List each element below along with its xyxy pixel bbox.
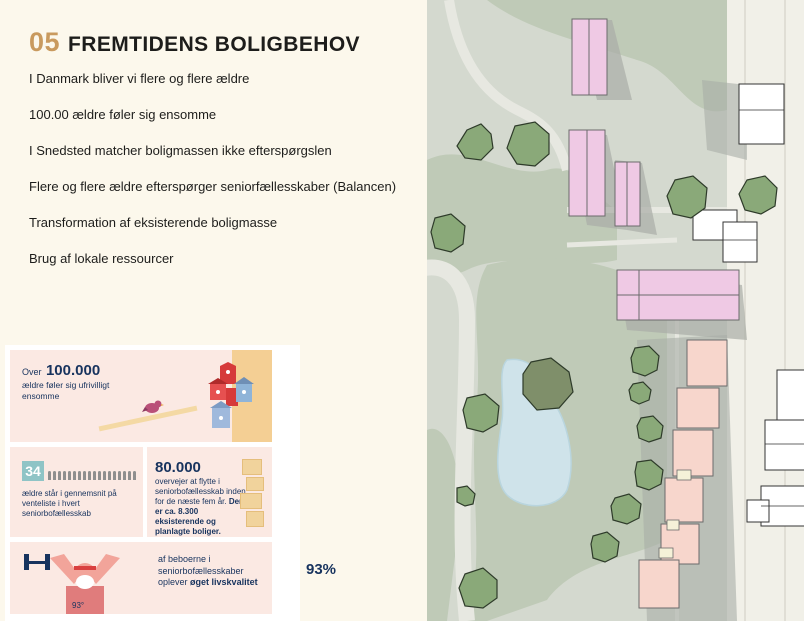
list-item: Transformation af eksisterende boligmass… xyxy=(29,215,278,230)
moving-panel: 80.000 overvejer at flytte i seniorbofæl… xyxy=(147,447,272,537)
quality-text: af beboerne i seniorbofællesskaber oplev… xyxy=(158,554,244,587)
site-plan-map xyxy=(427,0,804,621)
infographic: Over 100.000 ældre føler sig ufrivilligt… xyxy=(5,345,336,621)
senior-athlete-icon: 93° xyxy=(50,554,120,614)
list-item: Brug af lokale ressourcer xyxy=(29,251,174,266)
list-item: I Danmark bliver vi flere og flere ældre xyxy=(29,71,250,86)
page-title: 05 FREMTIDENS BOLIGBEHOV xyxy=(29,27,360,58)
birdhouses-icon xyxy=(208,362,254,428)
lonely-panel: Over 100.000 ældre føler sig ufrivilligt… xyxy=(10,350,272,442)
section-number: 05 xyxy=(29,27,61,57)
waiting-value: 34 xyxy=(22,461,44,481)
lonely-value: 100.000 xyxy=(45,362,101,379)
text-panel: 05 FREMTIDENS BOLIGBEHOV I Danmark blive… xyxy=(5,27,399,621)
bird-icon xyxy=(142,400,164,413)
lonely-prefix: Over xyxy=(22,367,42,377)
moving-value: 80.000 xyxy=(155,459,201,476)
bullet-list: I Danmark bliver vi flere og flere ældre… xyxy=(29,70,399,286)
site-plan xyxy=(427,0,804,621)
list-item: Flere og flere ældre efterspørger senior… xyxy=(29,179,397,194)
list-item: 100.00 ældre føler sig ensomme xyxy=(29,107,217,122)
moving-bold-text: Der er ca. 8.300 eksisterende og planlag… xyxy=(155,497,243,536)
waiting-panel: 34 ældre står i gennemsnit på venteliste… xyxy=(10,447,143,537)
boxes-icon xyxy=(240,455,266,531)
quality-panel: 93° 93% af beboerne i seniorbofællesskab… xyxy=(10,542,336,614)
shirt-number: 93° xyxy=(72,601,84,610)
quality-bold-text: øget livskvalitet xyxy=(190,577,258,587)
lonely-text: ældre føler sig ufrivilligt ensomme xyxy=(22,380,110,401)
section-title: FREMTIDENS BOLIGBEHOV xyxy=(68,33,360,56)
moving-text: overvejer at flytte i seniorbofællesskab… xyxy=(155,477,246,506)
barbell-icon xyxy=(24,554,50,570)
list-item: I Snedsted matcher boligmassen ikke efte… xyxy=(29,143,332,158)
people-icons xyxy=(48,471,138,481)
quality-value: 93% xyxy=(306,561,337,578)
waiting-text: ældre står i gennemsnit på venteliste i … xyxy=(22,489,117,518)
